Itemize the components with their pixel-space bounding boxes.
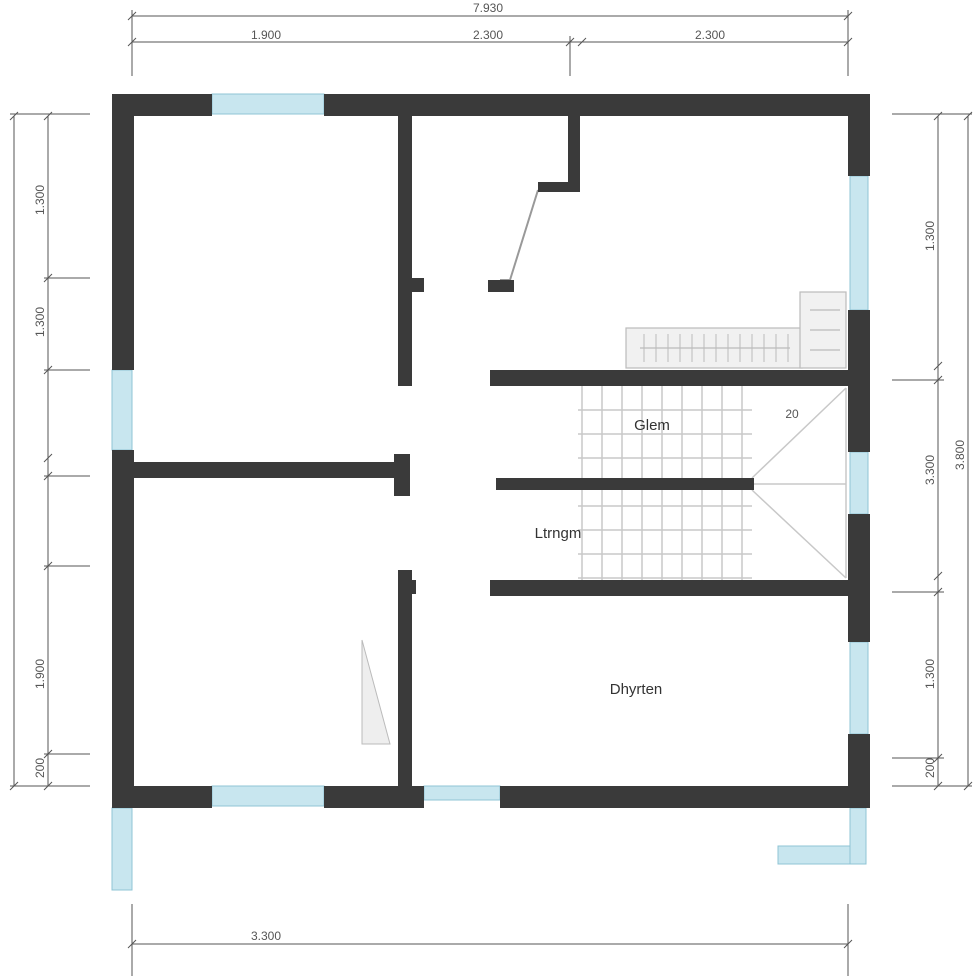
radiator-fixture <box>625 291 847 369</box>
dim-right-1: 1.300 <box>923 221 937 251</box>
walls <box>112 94 870 808</box>
room-label-dhyrten: Dhyrten <box>610 681 663 698</box>
door-leaf <box>361 639 391 745</box>
dim-top-seg-2: 2.300 <box>473 28 503 42</box>
windows <box>111 93 869 891</box>
dim-top-seg-3: 2.300 <box>695 28 725 42</box>
stair-mark: 20 <box>785 407 799 421</box>
staircase <box>578 384 847 580</box>
dim-right-3: 1.300 <box>923 659 937 689</box>
dim-top-overall: 7.930 <box>473 1 503 15</box>
dim-bottom-overall: 3.300 <box>251 929 281 943</box>
room-label-ltrngm: Ltrngm <box>535 525 582 542</box>
dim-left-3: 1.900 <box>33 659 47 689</box>
dim-right-overall: 3.800 <box>953 440 967 470</box>
dim-left-4: 200 <box>33 758 47 778</box>
radiator-fins <box>643 334 789 362</box>
dim-right-4: 200 <box>923 758 937 778</box>
dim-left-1: 1.300 <box>33 185 47 215</box>
dim-right-2: 3.300 <box>923 455 937 485</box>
room-label-glem: Glem <box>634 417 670 434</box>
door-swing <box>500 189 539 281</box>
dim-top-seg-1: 1.900 <box>251 28 281 42</box>
dimension-lines <box>9 10 973 976</box>
dim-left-2: 1.300 <box>33 307 47 337</box>
